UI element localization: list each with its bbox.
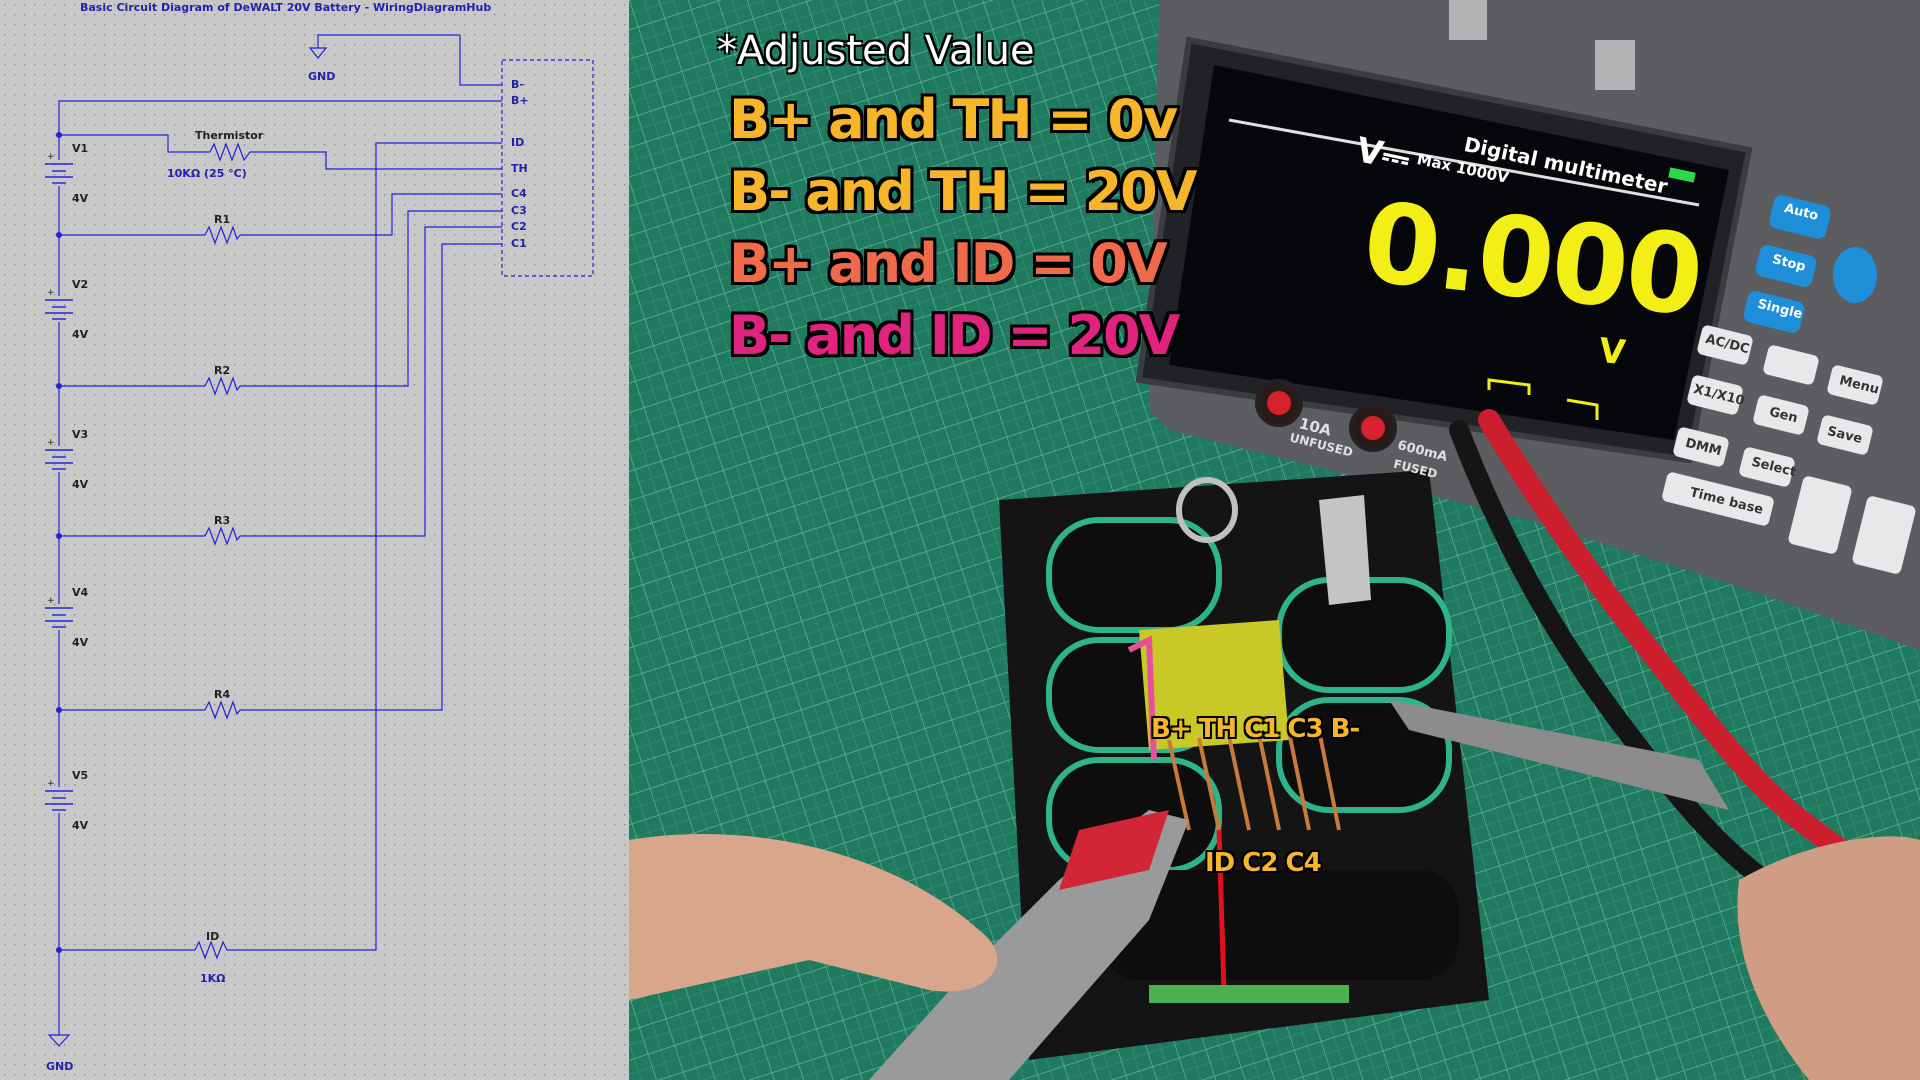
resistor-r4: R4 (204, 688, 241, 720)
measurement-bplus-id: B+ and ID = 0V (729, 232, 1168, 295)
resistor-label-r2: R2 (214, 364, 230, 377)
thermistor-symbol (209, 142, 251, 162)
wiring (58, 100, 502, 1035)
cell-voltage-2: 4V (72, 328, 89, 341)
cell-plus-1: + (47, 152, 55, 162)
resistor-r3: R3 (204, 514, 241, 546)
battery-cell-2: + V2 4V (45, 278, 89, 341)
battery-cells: + V1 4V + V2 4V + V3 4V + V4 4V + V5 4V (45, 142, 89, 832)
connector-pin-0: B- (511, 78, 524, 91)
battery-cell-4: + V4 4V (45, 586, 89, 649)
cell-voltage-5: 4V (72, 819, 89, 832)
schematic-panel: Basic Circuit Diagram of DeWALT 20V Batt… (0, 0, 629, 1080)
cell-name-4: V4 (72, 586, 89, 599)
thermistor-value: 10KΩ (25 °C) (167, 167, 247, 180)
cell-voltage-1: 4V (72, 192, 89, 205)
bottom-ground-symbol (47, 1034, 71, 1047)
cell-plus-3: + (47, 438, 55, 448)
grid-dots (0, 0, 629, 1080)
cell-voltage-4: 4V (72, 636, 89, 649)
connector-pin-2: ID (511, 136, 524, 149)
resistor-label-r4: R4 (214, 688, 230, 701)
top-gnd-label: GND (308, 70, 335, 83)
connector-pin-1: B+ (511, 94, 529, 107)
photo-panel: *Adjusted Value B+ and TH = 0v B- and TH… (629, 0, 1920, 1080)
connector-box (501, 59, 594, 277)
battery-cell-3: + V3 4V (45, 428, 89, 491)
connector-pin-5: C3 (511, 204, 527, 217)
dmm-unit: V (1596, 330, 1628, 374)
resistor-label-r1: R1 (214, 213, 230, 226)
cell-name-2: V2 (72, 278, 88, 291)
connector-pin-7: C1 (511, 237, 527, 250)
cell-plus-4: + (47, 596, 55, 606)
measurement-bminus-id: B- and ID = 20V (729, 304, 1180, 367)
cell-name-1: V1 (72, 142, 88, 155)
terminal-labels-top: B+ TH C1 C3 B- (1151, 714, 1360, 744)
resistor-r1: R1 (204, 213, 241, 245)
multimeter (1135, 0, 1920, 650)
cell-plus-5: + (47, 779, 55, 789)
battery-pack (999, 470, 1489, 1060)
circuit-diagram: Basic Circuit Diagram of DeWALT 20V Batt… (0, 0, 629, 1080)
hands (629, 834, 1920, 1080)
cell-name-5: V5 (72, 769, 88, 782)
resistor-label-r3: R3 (214, 514, 230, 527)
battery-cell-5: + V5 4V (45, 769, 89, 832)
connector-pin-3: TH (511, 162, 528, 175)
junction-dots (56, 132, 62, 953)
battery-cell-1: + V1 4V (45, 142, 89, 205)
adjusted-value-note: *Adjusted Value (717, 28, 1035, 74)
top-ground-symbol (308, 34, 502, 86)
diagram-title: Basic Circuit Diagram of DeWALT 20V Batt… (80, 1, 491, 14)
resistor-r2: R2 (204, 364, 241, 396)
cell-voltage-3: 4V (72, 478, 89, 491)
thermistor-label: Thermistor (195, 129, 264, 142)
connector-pin-6: C2 (511, 220, 527, 233)
cell-name-3: V3 (72, 428, 88, 441)
terminal-labels-bottom: ID C2 C4 (1205, 848, 1322, 878)
connector-pin-4: C4 (511, 187, 527, 200)
id-resistor-symbol (194, 940, 230, 960)
cell-plus-2: + (47, 288, 55, 298)
id-resistor-label: ID (206, 930, 219, 943)
bottom-gnd-label: GND (46, 1060, 73, 1073)
measurement-bplus-th: B+ and TH = 0v (729, 88, 1178, 151)
measurement-photo-illustration (629, 0, 1920, 1080)
measurement-bminus-th: B- and TH = 20V (729, 160, 1198, 223)
id-resistor-value: 1KΩ (200, 972, 226, 985)
